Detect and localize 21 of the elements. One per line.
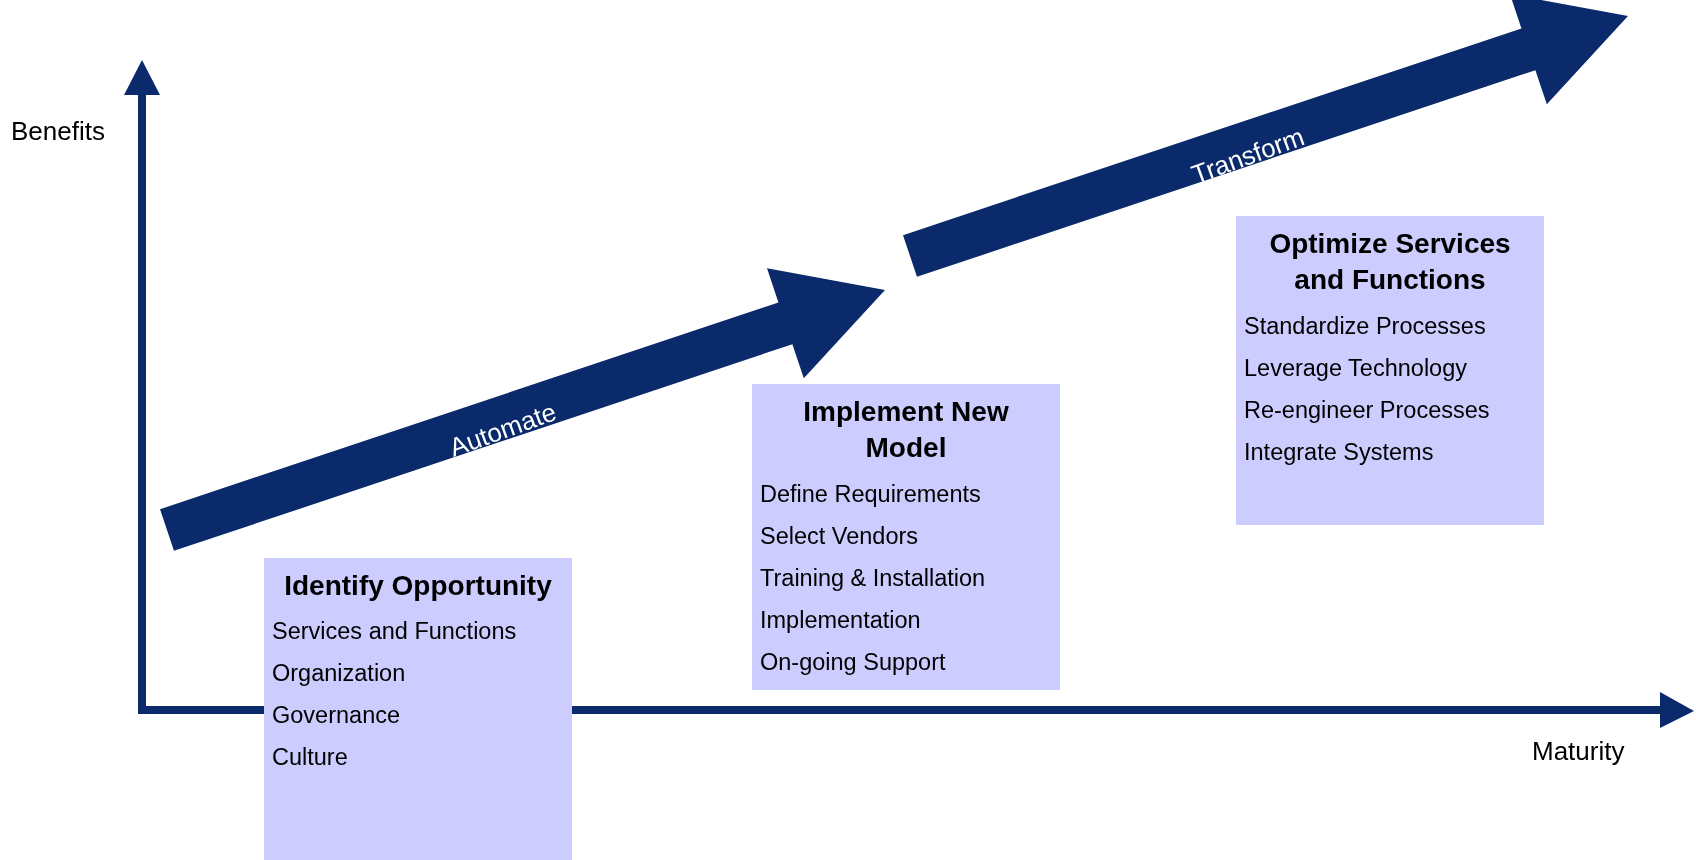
list-item: Governance bbox=[272, 701, 402, 731]
list-item: Services and Functions bbox=[272, 617, 518, 647]
axis-label: Benefits bbox=[11, 116, 105, 147]
stage-heading: Implement New Model bbox=[802, 395, 1010, 466]
stage-heading: Identify Opportunity bbox=[283, 569, 553, 603]
stage-heading: Optimize Services and Functions bbox=[1268, 227, 1512, 298]
stage-box bbox=[264, 558, 572, 860]
list-item: Culture bbox=[272, 743, 349, 773]
axis-label: Maturity bbox=[1532, 736, 1625, 767]
list-item: Select Vendors bbox=[760, 521, 920, 551]
stage-box bbox=[1236, 216, 1544, 525]
list-item: Leverage Technology bbox=[1244, 353, 1468, 383]
list-item: Organization bbox=[272, 659, 407, 689]
list-item: Implementation bbox=[760, 605, 922, 635]
list-item: On-going Support bbox=[760, 647, 947, 677]
stage-box bbox=[752, 384, 1060, 690]
list-item: Define Requirements bbox=[760, 479, 982, 509]
list-item: Standardize Processes bbox=[1244, 311, 1487, 341]
list-item: Integrate Systems bbox=[1244, 437, 1435, 467]
list-item: Re-engineer Processes bbox=[1244, 395, 1491, 425]
list-item: Training & Installation bbox=[760, 563, 987, 593]
